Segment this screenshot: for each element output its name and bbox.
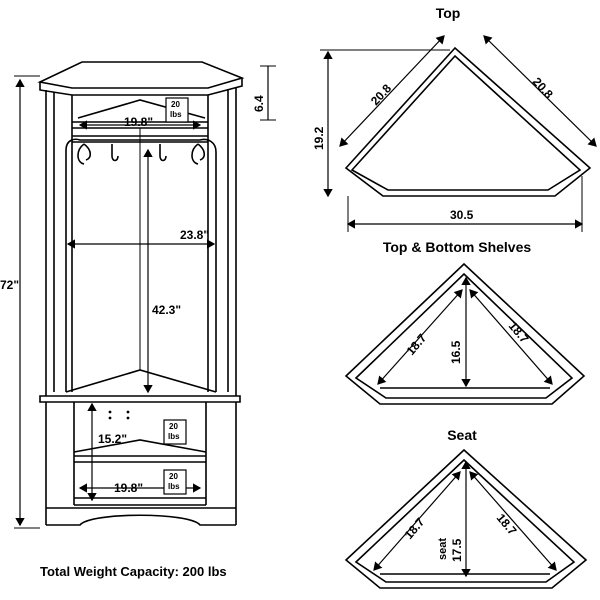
cabinet-top-edge <box>39 78 243 96</box>
shelf-left-dim-line <box>377 289 463 385</box>
lower-shelf-front <box>74 455 206 463</box>
top-width-label: 30.5 <box>450 208 474 222</box>
seat-slab <box>39 395 241 403</box>
shelf-depth-label: 16.5 <box>449 340 463 364</box>
frame-width-label: 23.8" <box>180 228 209 242</box>
frame-height-label: 42.3" <box>152 303 181 317</box>
top-depth-label: 19.2 <box>312 126 326 150</box>
weight-badge: 20 lbs <box>163 419 187 445</box>
dot <box>126 410 130 414</box>
shelf-right-dim-line <box>469 289 553 385</box>
seat-back-edge <box>65 369 217 393</box>
lower-height-label: 15.2" <box>98 432 127 446</box>
cabinet-dimensions: 72" 6.4 19.8" 20 lbs 23.8" 42.3" 15.2" 2… <box>0 65 276 529</box>
top-right-dim-line <box>483 35 597 147</box>
top-view: Top 20.8 20.8 19.2 30.5 <box>312 5 597 232</box>
svg-text:20: 20 <box>169 472 178 481</box>
svg-text:20: 20 <box>169 422 178 431</box>
hook-icon <box>111 144 119 162</box>
seat-depth-label: 17.5 <box>450 538 464 562</box>
seat-left-dim-line <box>373 471 461 571</box>
dot <box>126 416 130 420</box>
weight-capacity-label: Total Weight Capacity: 200 lbs <box>40 564 227 579</box>
weight-badge: 20 lbs <box>165 97 189 123</box>
top-width-label: 19.8" <box>124 115 153 129</box>
top-right-edge-label: 20.8 <box>530 75 556 102</box>
hook-icon <box>191 143 206 165</box>
bottom-shelf <box>74 497 206 506</box>
seat-view: Seat 18.7 18.7 seat 17.5 <box>344 427 588 589</box>
bottom-width-label: 19.8" <box>114 481 143 495</box>
svg-text:20: 20 <box>171 100 180 109</box>
height-label: 72" <box>0 278 19 292</box>
dot <box>108 410 112 414</box>
top-view-title: Top <box>436 5 461 21</box>
coat-hooks <box>77 143 206 165</box>
dot <box>108 416 112 420</box>
svg-text:lbs: lbs <box>170 110 182 119</box>
hook-icon <box>159 144 167 162</box>
hook-icon <box>77 143 92 165</box>
top-left-dim-line <box>339 35 445 147</box>
top-view-shape <box>344 46 592 197</box>
seat-depth-caption: seat <box>437 538 449 560</box>
cabinet-top-slab <box>37 61 245 89</box>
seat-view-title: Seat <box>447 427 477 443</box>
top-left-edge-label: 20.8 <box>368 81 394 108</box>
shelves-view: Top & Bottom Shelves 18.7 18.7 16.5 <box>344 239 586 405</box>
weight-badge: 20 lbs <box>163 469 187 495</box>
shelves-view-title: Top & Bottom Shelves <box>383 239 532 255</box>
seat-right-dim-line <box>469 471 557 571</box>
opening-outline <box>65 138 217 392</box>
lower-frame <box>73 402 207 505</box>
svg-text:lbs: lbs <box>168 432 180 441</box>
shelf-outer <box>344 262 586 405</box>
top-shelf-height-label: 6.4 <box>252 95 266 112</box>
svg-text:lbs: lbs <box>168 482 180 491</box>
cabinet-drawing <box>37 61 245 526</box>
cabinet-base <box>46 514 236 526</box>
